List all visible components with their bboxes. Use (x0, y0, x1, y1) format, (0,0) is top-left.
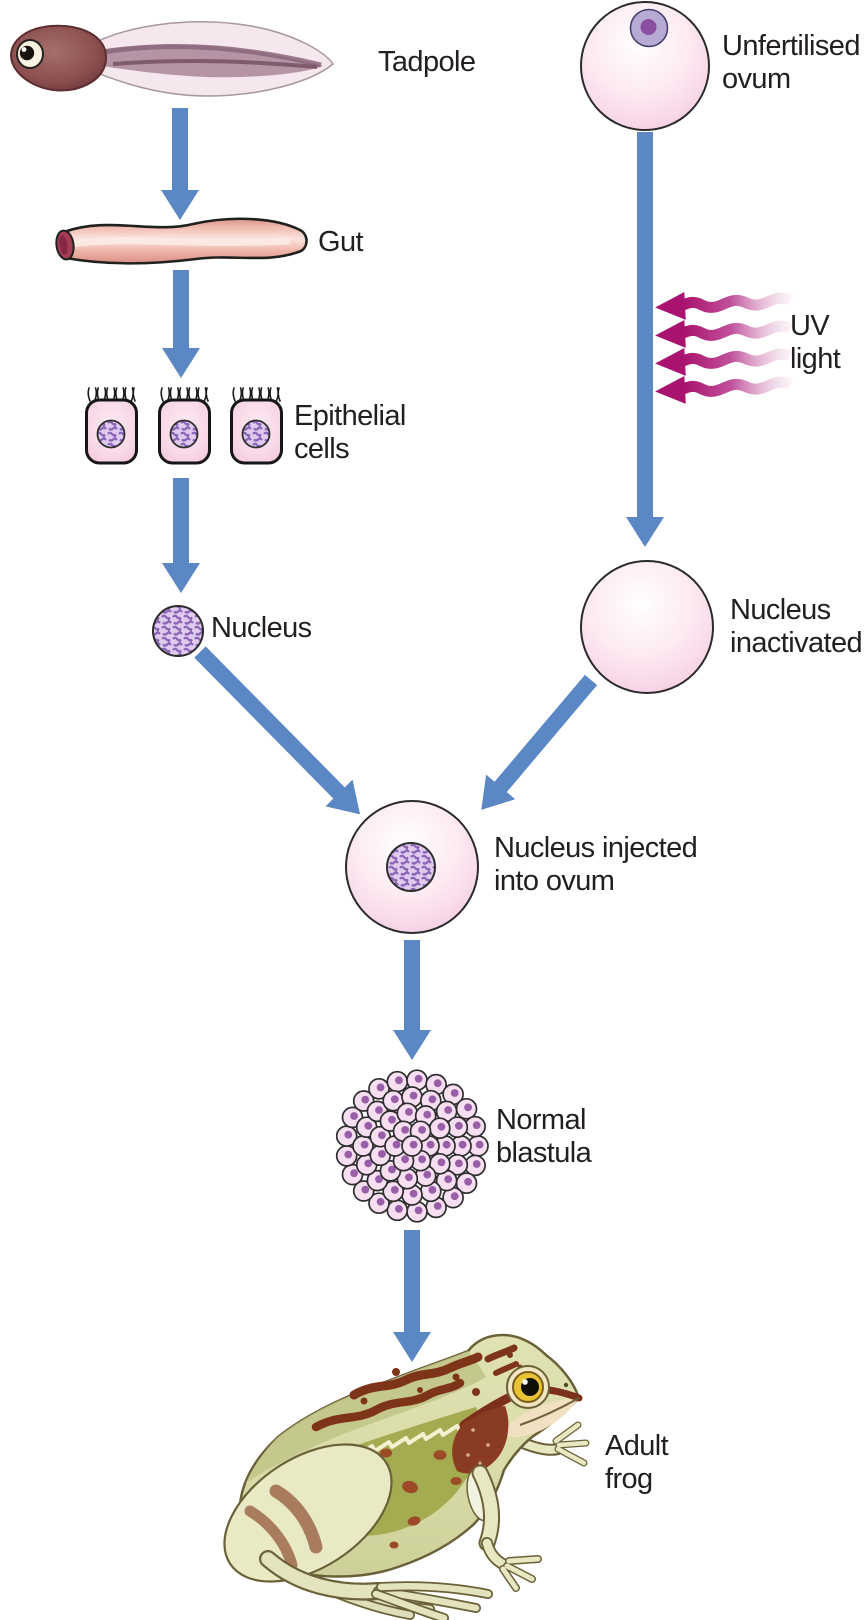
frog-eye (506, 1365, 550, 1409)
frog-nostril (563, 1382, 569, 1388)
ovum-with-nucleus-illustration (580, 1, 710, 131)
frog-front-leg (471, 1464, 542, 1592)
ovum-with-injected-nucleus-illustration (345, 800, 479, 934)
label-tadpole: Tadpole (378, 46, 476, 78)
label-normal-blastula: Normal blastula (496, 1104, 592, 1169)
label-epithelial-cells: Epithelial cells (294, 400, 406, 465)
adult-frog-illustration (223, 1333, 590, 1620)
label-nucleus-inactivated: Nucleus inactivated (730, 594, 863, 659)
tadpole-illustration (9, 21, 335, 97)
uv-light-wavy-arrows-icon (655, 291, 793, 404)
label-unfertilised-ovum: Unfertilised ovum (722, 30, 860, 95)
gut-tube-illustration (55, 217, 308, 265)
label-gut: Gut (318, 226, 364, 258)
label-uv-light: UV light (790, 310, 841, 375)
frog-cheek-patch (452, 1406, 509, 1474)
blastula-cell-cluster-illustration (335, 1069, 489, 1223)
down-arrow-icon (161, 108, 199, 220)
label-nucleus-injected: Nucleus injected into ovum (494, 832, 698, 897)
down-arrow-icon (393, 940, 431, 1060)
ciliated-epithelial-cells-illustration (85, 386, 283, 465)
down-arrow-icon (162, 270, 200, 378)
frog-mouth-line (519, 1397, 580, 1426)
frog-hind-leg (259, 1550, 493, 1620)
injected-nucleus (386, 842, 436, 892)
enucleated-ovum-illustration (580, 560, 714, 694)
label-nucleus: Nucleus (211, 612, 312, 644)
down-arrow-icon (162, 478, 200, 593)
speckled-nucleus-illustration (152, 605, 204, 657)
label-adult-frog: Adult frog (605, 1430, 669, 1495)
